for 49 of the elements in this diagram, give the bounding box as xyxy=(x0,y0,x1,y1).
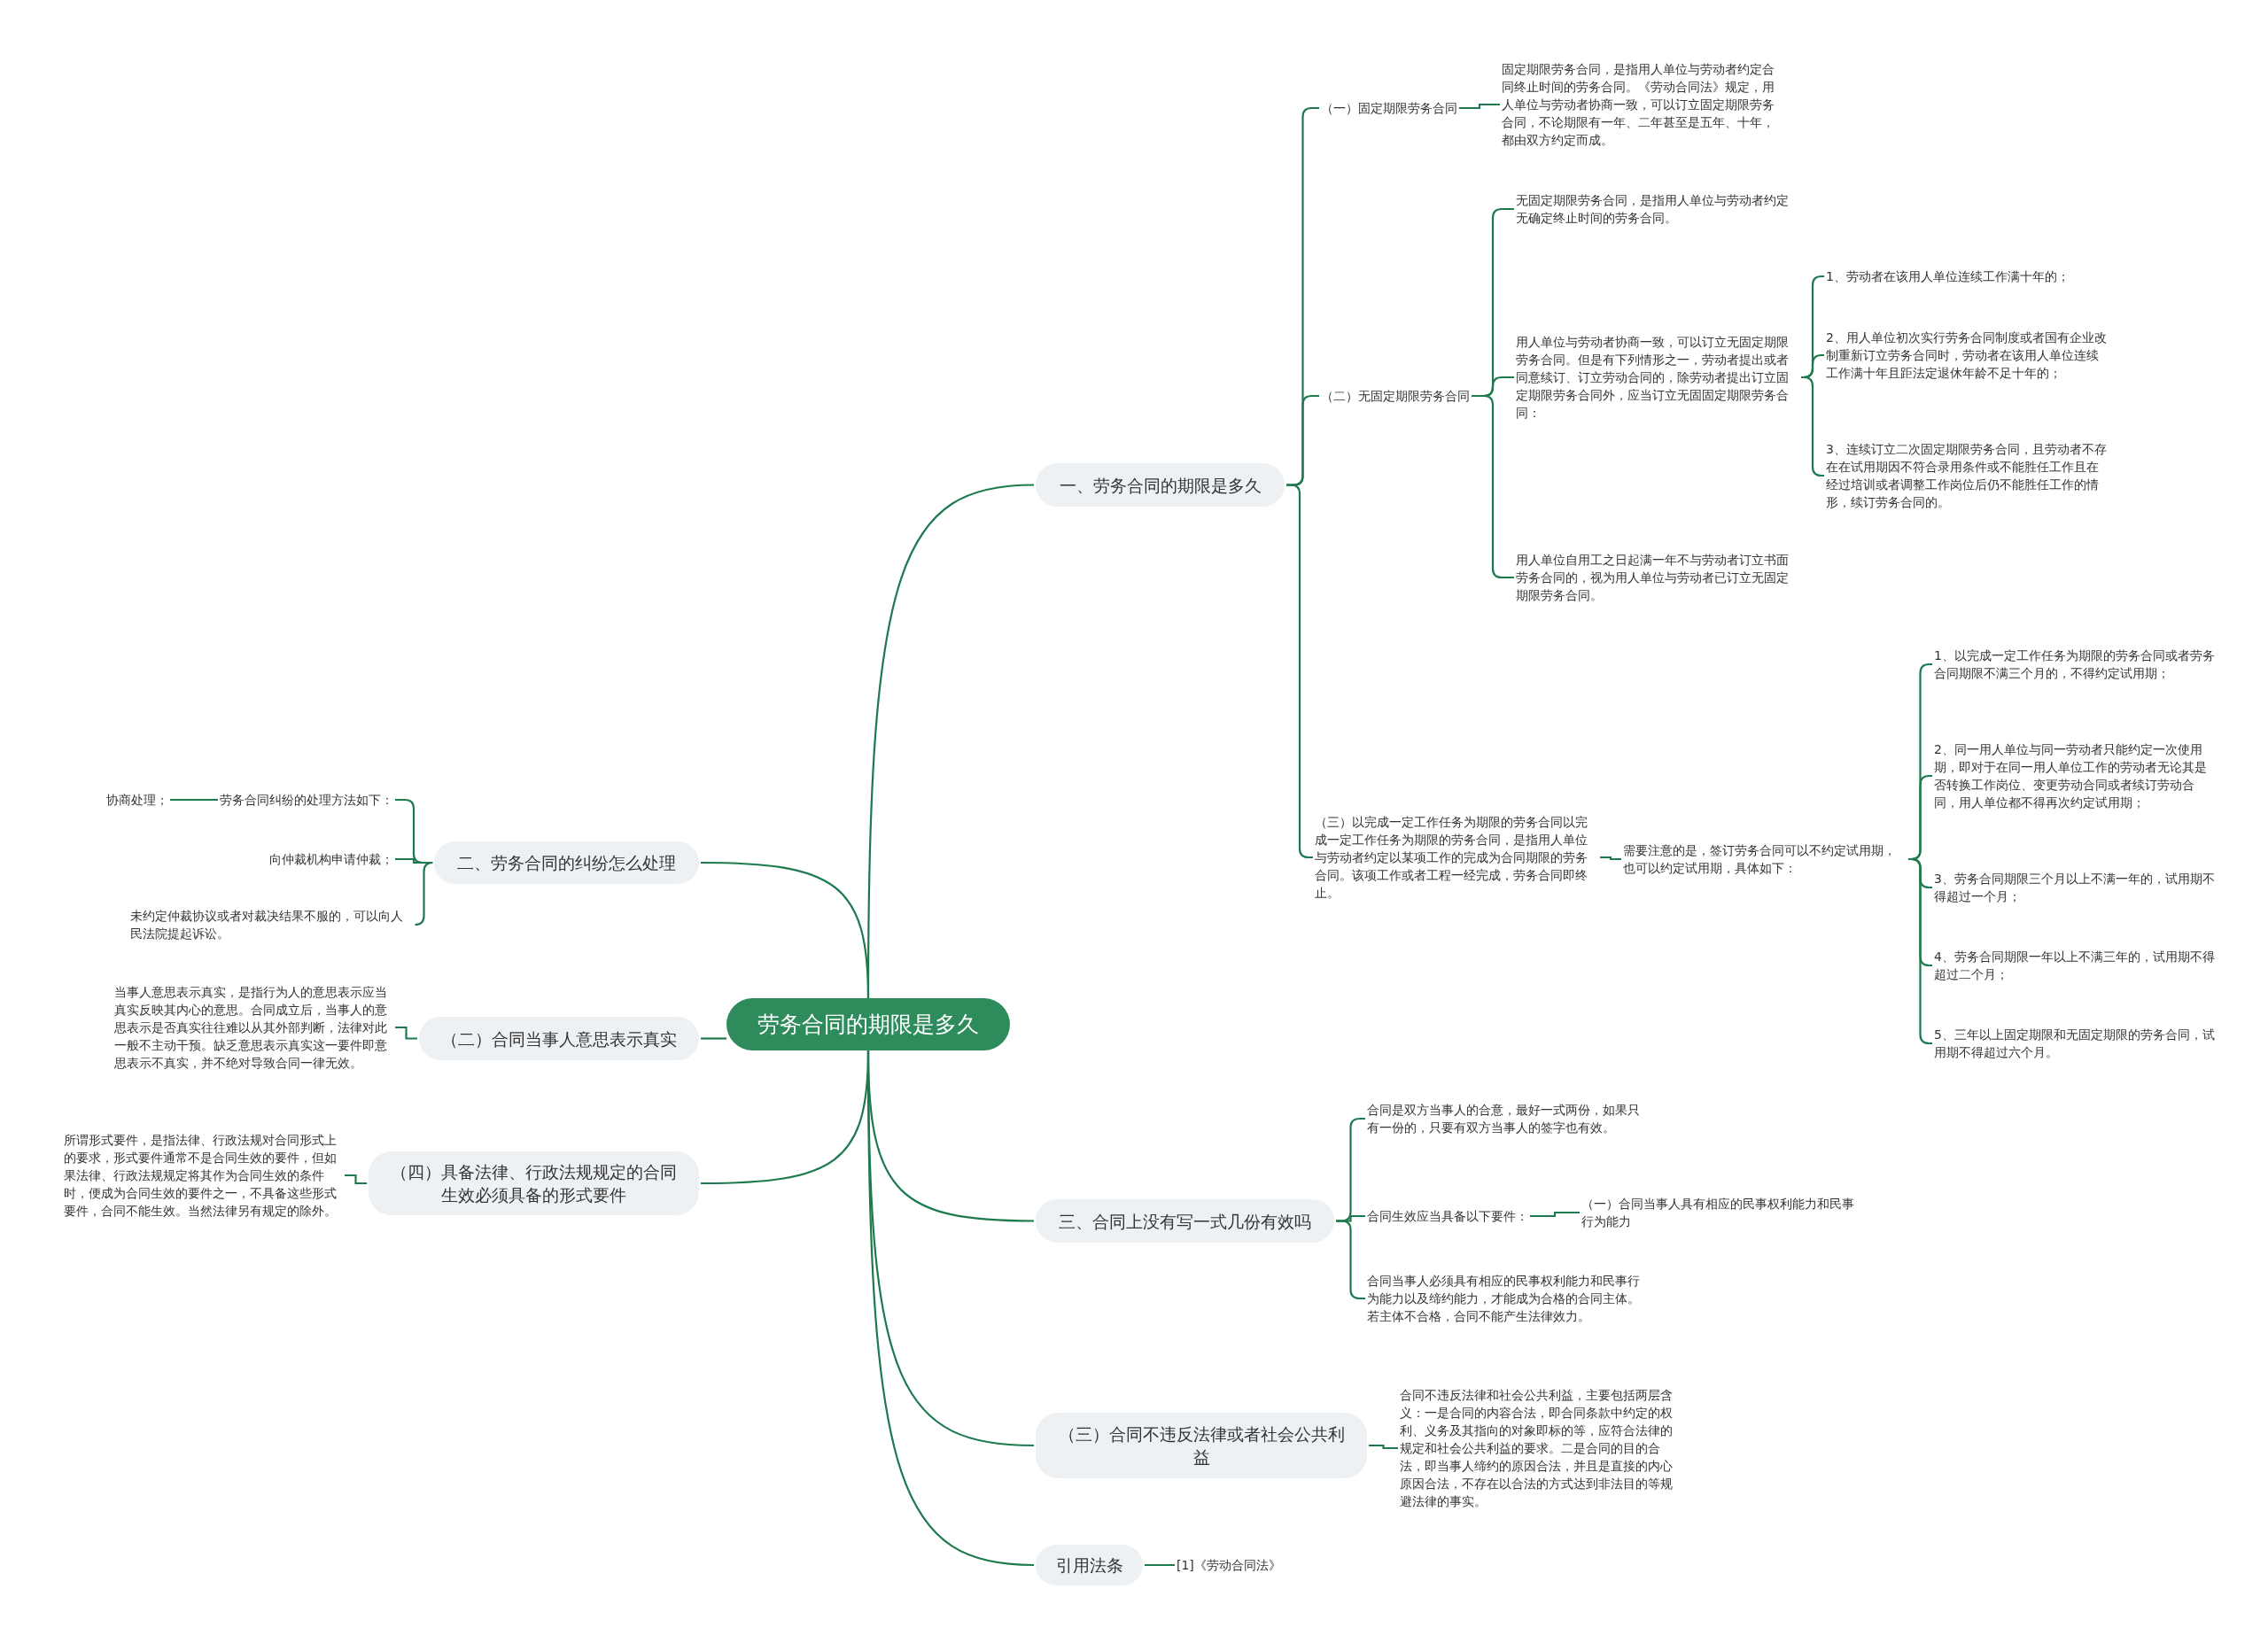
topic-text: （三）以完成一定工作任务为期限的劳务合同以完成一定工作任务为期限的劳务合同，是指用人单位与劳动者约定以某项工作的完成为合同期限的劳务合同。该项工作或者工程一经完成，劳务合同即终止。 xyxy=(1315,813,1598,902)
topic-text: 用人单位与劳动者协商一致，可以订立无固定期限劳务合同。但是有下列情形之一，劳动者提出或者同意续订、订立劳动合同的，除劳动者提出订立固定期限劳务合同外，应当订立无固固定期限劳务合同： xyxy=(1516,333,1799,422)
topic-text: （一）合同当事人具有相应的民事权利能力和民事行为能力 xyxy=(1581,1195,1865,1230)
topic-text: 5、三年以上固定期限和无固定期限的劳务合同，试用期不得超过六个月。 xyxy=(1934,1026,2218,1061)
topic-text: 无固定期限劳务合同，是指用人单位与劳动者约定无确定终止时间的劳务合同。 xyxy=(1516,191,1799,227)
connector-line xyxy=(395,1026,417,1040)
topic-box: 引用法条 xyxy=(1036,1545,1143,1585)
connector-line xyxy=(1801,376,1824,477)
topic-text: 合同是双方当事人的合意，最好一式两份，如果只有一份的，只要有双方当事人的签字也有效。 xyxy=(1367,1101,1651,1136)
connector-line xyxy=(414,861,434,926)
topic-text: 劳务合同纠纷的处理方法如下： xyxy=(220,791,393,809)
topic-text: [1]《劳动合同法》 xyxy=(1177,1556,1281,1574)
connector-line xyxy=(701,1050,870,1185)
topic-text: 合同当事人必须具有相应的民事权利能力和民事行为能力以及缔约能力，才能成为合格的合同主体。若主体不合格，合同不能产生法律效力。 xyxy=(1367,1272,1651,1325)
topic-box: 三、合同上没有写一式几份有效吗 xyxy=(1036,1199,1334,1243)
topic-box: 二、劳务合同的纠纷怎么处理 xyxy=(434,841,699,884)
central-topic: 劳务合同的期限是多久 xyxy=(726,998,1010,1050)
connector-line xyxy=(170,798,218,802)
topic-text: 固定期限劳务合同，是指用人单位与劳动者约定合同终止时间的劳务合同。《劳动合同法》规定，用人单位与劳动者协商一致，可以订立固定期限劳务合同，不论期限有一年、二年甚至是五年、十年，都由双方约定而成。 xyxy=(1502,60,1785,149)
topic-box: （二）合同当事人意思表示真实 xyxy=(419,1017,699,1060)
connector-line xyxy=(1369,1444,1398,1450)
topic-text: 2、同一用人单位与同一劳动者只能约定一次使用期，即对于在同一用人单位工作的劳动者无论其是否转换工作岗位、变更劳动合同或者续订劳动合同，用人单位都不得再次约定试用期； xyxy=(1934,740,2218,811)
topic-text: 当事人意思表示真实，是指行为人的意思表示应当真实反映其内心的意思。合同成立后，当事人的意思表示是否真实往往难以从其外部判断，法律对此一般不主动干预。缺乏意思表示真实这一要件即意思表示不真实，并不绝对导致合同一律无效。 xyxy=(114,983,393,1072)
topic-text: 合同生效应当具备以下要件： xyxy=(1367,1207,1528,1225)
topic-text: （一）固定期限劳务合同 xyxy=(1321,99,1457,117)
topic-text: 1、以完成一定工作任务为期限的劳务合同或者劳务合同期限不满三个月的，不得约定试用期； xyxy=(1934,647,2218,682)
connector-line xyxy=(1600,856,1621,861)
topic-text: 所谓形式要件，是指法律、行政法规对合同形式上的要求，形式要件通常不是合同生效的要件，但如果法律、行政法规规定将其作为合同生效的条件时，便成为合同生效的要件之一，不具备这些形式要件，合同不能生效。当然法律另有规定的除外。 xyxy=(64,1131,343,1220)
topic-box: 一、劳务合同的期限是多久 xyxy=(1036,463,1285,507)
topic-text: 1、劳动者在该用人单位连续工作满十年的； xyxy=(1826,267,2070,285)
topic-text: 3、连续订立二次固定期限劳务合同，且劳动者不存在在试用期因不符合录用条件或不能胜任工作且在经过培训或者调整工作岗位后仍不能胜任工作的情形，续订劳务合同的。 xyxy=(1826,440,2109,511)
topic-text: 需要注意的是，签订劳务合同可以不约定试用期，也可以约定试用期，具体如下： xyxy=(1623,841,1907,877)
connector-line xyxy=(1459,103,1500,110)
connector-line xyxy=(1530,1211,1580,1218)
topic-text: 协商处理； xyxy=(106,791,168,809)
connector-line xyxy=(701,861,870,999)
connector-line xyxy=(701,1037,726,1040)
topic-text: 2、用人单位初次实行劳务合同制度或者国有企业改制重新订立劳务合同时，劳动者在该用人单位连续工作满十年且距法定退休年龄不足十年的； xyxy=(1826,329,2109,382)
topic-box: （三）合同不违反法律或者社会公共利益 xyxy=(1036,1413,1367,1478)
topic-box: （四）具备法律、行政法规规定的合同生效必须具备的形式要件 xyxy=(369,1151,699,1215)
topic-text: 未约定仲裁协议或者对裁决结果不服的，可以向人民法院提起诉讼。 xyxy=(130,907,414,942)
connector-line xyxy=(1145,1563,1175,1567)
topic-text: 用人单位自用工之日起满一年不与劳动者订立书面劳务合同的，视为用人单位与劳动者已订立无固定期限劳务合同。 xyxy=(1516,551,1799,604)
topic-text: （二）无固定期限劳务合同 xyxy=(1321,387,1470,405)
topic-text: 4、劳务合同期限一年以上不满三年的，试用期不得超过二个月； xyxy=(1934,948,2218,983)
connector-line xyxy=(345,1174,367,1185)
topic-text: 3、劳务合同期限三个月以上不满一年的，试用期不得超过一个月； xyxy=(1934,870,2218,905)
topic-text: 合同不违反法律和社会公共利益，主要包括两层含义：一是合同的内容合法，即合同条款中约定的权利、义务及其指向的对象即标的等，应符合法律的规定和社会公共利益的要求。二是合同的目的合法，即当事人缔约的原因合法，并且是直接的内心原因合法，不存在以合法的方式达到非法目的等规避法律的事实。 xyxy=(1400,1386,1683,1510)
topic-text: 向仲裁机构申请仲裁； xyxy=(269,850,393,868)
